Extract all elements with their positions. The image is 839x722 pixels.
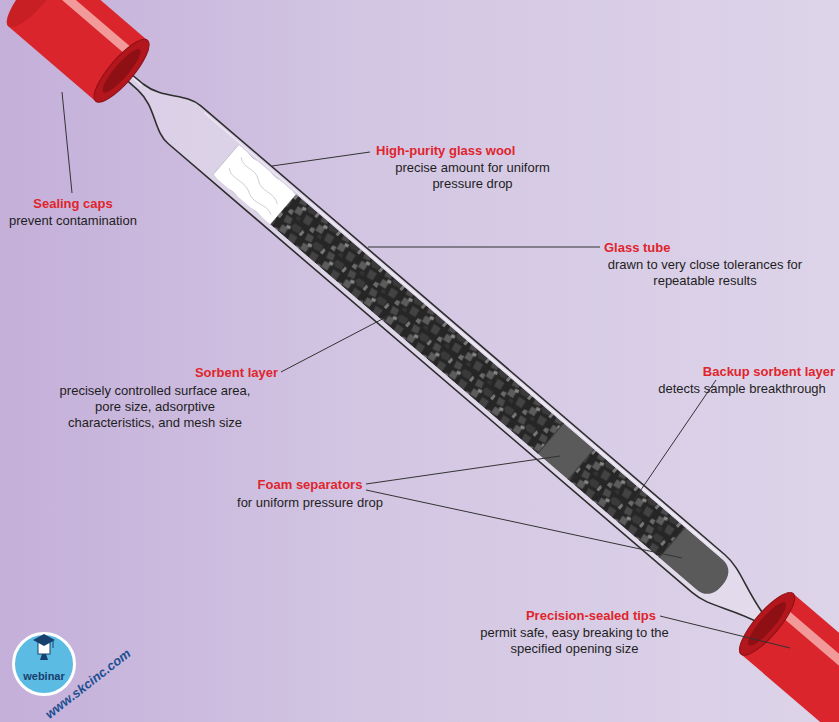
webinar-badge: webinar [12, 632, 76, 696]
part-name: High-purity glass wool [376, 143, 576, 159]
part-note: drawn to very close tolerances for repea… [600, 257, 810, 289]
part-note: precise amount for uniform pressure drop [380, 160, 565, 192]
backup-sorbent-layer [567, 448, 687, 559]
sealing-cap [0, 0, 157, 109]
part-name: Backup sorbent layer [690, 364, 835, 380]
glass-tube [80, 30, 816, 670]
part-note: for uniform pressure drop [225, 495, 395, 511]
part-name: Sealing caps [3, 196, 143, 212]
part-name: Precision-sealed tips [480, 608, 656, 624]
part-note: permit safe, easy breaking to the specif… [462, 625, 687, 657]
foam-separator [658, 526, 740, 605]
part-name: Foam separators [240, 477, 380, 493]
leader-lines [62, 92, 790, 648]
badge-text: webinar [12, 632, 76, 682]
badge-circle [12, 632, 76, 696]
part-note: precisely controlled surface area, pore … [55, 383, 255, 431]
part-note: detects sample breakthrough [648, 381, 836, 397]
sorbent-layer [269, 193, 565, 455]
part-name: Glass tube [604, 240, 704, 256]
sealing-cap [732, 586, 839, 722]
part-note: prevent contamination [3, 213, 143, 229]
part-name: Sorbent layer [150, 365, 278, 381]
